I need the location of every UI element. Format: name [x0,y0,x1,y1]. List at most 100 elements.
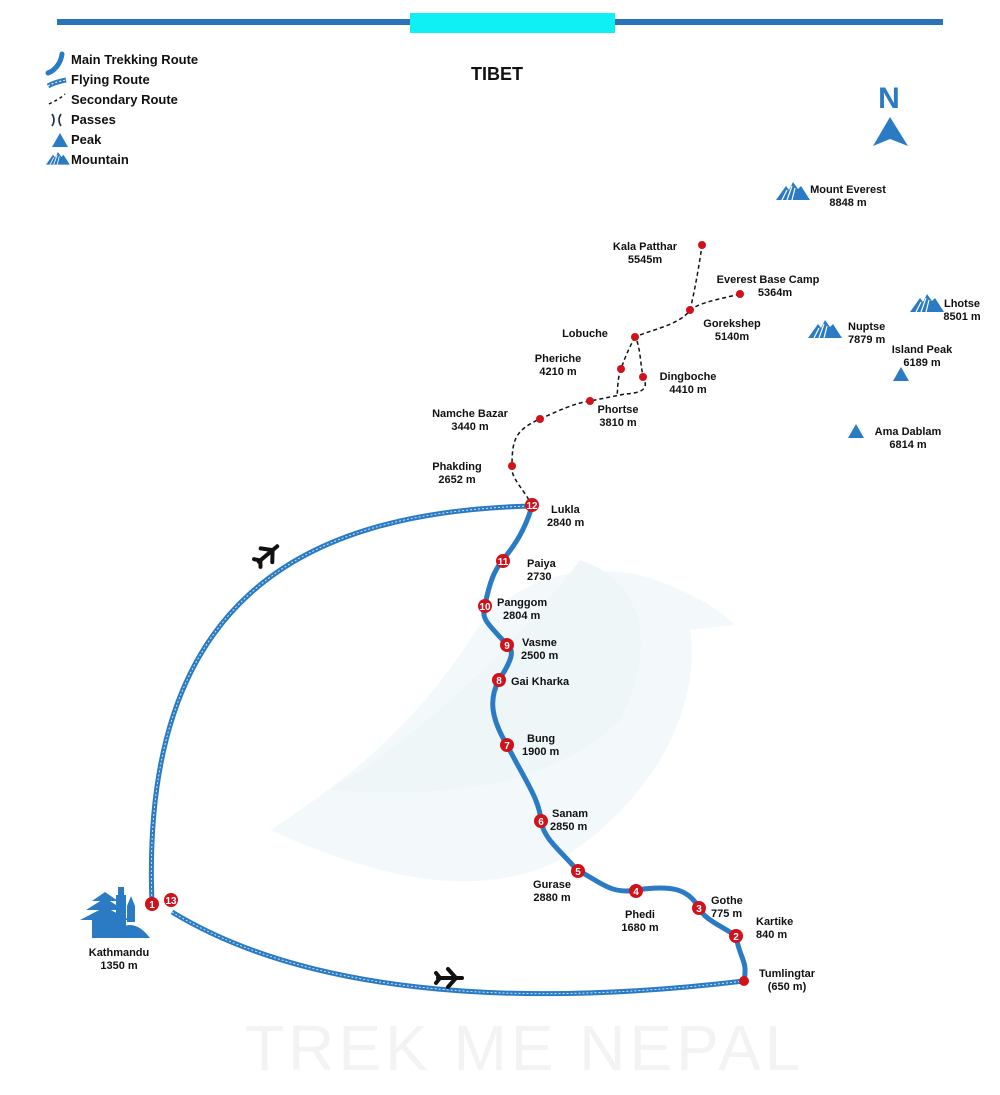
stop-number: 6 [538,817,544,828]
place-elev: 4410 m [669,384,707,396]
place-name: Phortse [598,404,639,416]
stop-elev: 2804 m [503,610,541,622]
stop-dot-kala-patthar[interactable] [698,241,706,249]
stop-dot-everest-base-camp[interactable] [736,290,744,298]
stop-marker[interactable]: 5 [571,864,585,878]
stop-number: 10 [479,602,491,613]
peak-name: Island Peak [892,344,953,356]
stop-marker[interactable]: 12 [525,498,539,512]
stop-elev: 2730 [527,571,551,583]
place-name: Lobuche [562,328,608,340]
stop-name: Phedi [625,909,655,921]
stop-marker[interactable]: 6 [534,814,548,828]
stop-marker[interactable]: 8 [492,673,506,687]
stop-name: Gai Kharka [511,676,570,688]
flying-route [148,503,745,997]
region-title: TIBET [471,64,523,84]
legend-label: Flying Route [71,72,150,87]
stop-marker[interactable]: 11 [496,554,510,568]
stop-number: 11 [498,557,509,568]
mountain-icon [807,319,843,339]
stop-dot-phortse[interactable] [586,397,594,405]
peak-icon [52,133,68,147]
stop-marker[interactable]: 9 [500,638,514,652]
stop-dot-gorekshep[interactable] [686,306,694,314]
stop-elev: 775 m [711,908,742,920]
stop-dot-pheriche[interactable] [617,365,625,373]
stop-number: 5 [575,867,581,878]
header-highlight [410,13,615,33]
place-elev: 5545m [628,254,662,266]
passes-icon [51,113,62,127]
stop-number: 7 [504,741,510,752]
north-arrow-icon [873,117,908,146]
stop-dot-lobuche[interactable] [631,333,639,341]
place-name: Kala Patthar [613,241,678,253]
stop-name: Kartike [756,916,793,928]
stop-marker[interactable]: 7 [500,738,514,752]
mountain-name: Lhotse [944,298,980,310]
header-bar [57,13,943,33]
stop-elev: 2500 m [521,650,559,662]
peak-icon [848,424,864,438]
mountain-icon [45,151,71,166]
legend-label: Mountain [71,152,129,167]
watermark-text: TREK ME NEPAL [245,1012,804,1084]
stop-marker[interactable]: 2 [729,929,743,943]
route-stops: 1 2 3 4 5 6 7 8 9 10 11 12 13 [145,498,743,943]
secondary-route [511,244,741,507]
stop-dot-tumlingtar[interactable] [739,976,749,986]
stop-dot-namche-bazar[interactable] [536,415,544,423]
legend-label: Main Trekking Route [71,52,198,67]
stop-number: 12 [526,501,538,512]
stop-marker[interactable]: 4 [629,884,643,898]
main-trek-route-icon [45,51,65,76]
watermark-bird [270,560,735,882]
secondary-route-icon [48,93,66,105]
place-name: Everest Base Camp [717,274,820,286]
stop-dot-phakding[interactable] [508,462,516,470]
stop-name: Vasme [522,637,557,649]
place-elev: 3440 m [451,421,489,433]
stop-elev: 2880 m [533,892,571,904]
place-name: Pheriche [535,353,581,365]
place-name: Gorekshep [703,318,761,330]
mountain-elev: 8848 m [829,197,867,209]
stop-number: 8 [496,676,502,687]
stop-marker[interactable]: 1 [145,897,159,911]
stop-dot-dingboche[interactable] [639,373,647,381]
svg-text:Lobuche: Lobuche [562,328,608,340]
stop-name: Sanam [552,808,588,820]
place-name: Dingboche [660,371,717,383]
stop-elev: 1680 m [621,922,659,934]
north-label: N [878,82,900,115]
stop-name: Gurase [533,879,571,891]
place-elev: 2652 m [438,474,476,486]
stop-marker[interactable]: 10 [478,599,492,613]
secondary-stops [508,241,749,986]
north-arrow: N [873,82,908,146]
stop-marker[interactable]: 3 [692,901,706,915]
stop-number: 13 [165,896,177,907]
stop-marker[interactable]: 13 [164,893,178,907]
mountain-name: Mount Everest [810,184,886,196]
